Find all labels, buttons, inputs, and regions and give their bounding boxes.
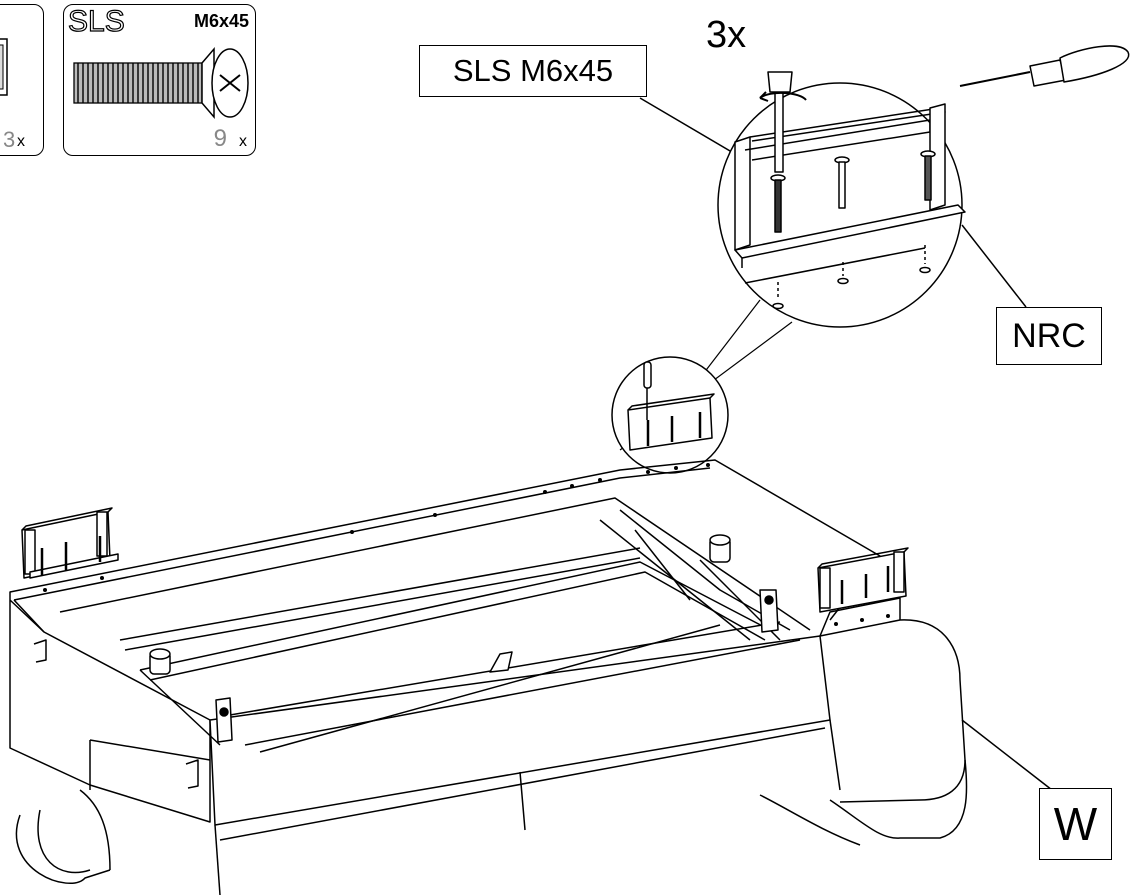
screw-card-quantity: 9 xyxy=(213,125,227,152)
partial-card-quantity: 3 xyxy=(3,127,16,152)
screw-callout-box: SLS M6x45 xyxy=(419,45,647,97)
detail-screws xyxy=(770,150,936,233)
top-rail-screw-holes xyxy=(43,463,890,626)
frame-leader-line xyxy=(961,719,1053,791)
right-end-bracket xyxy=(817,547,909,613)
bed-frame-body xyxy=(9,459,968,895)
screw-icon xyxy=(73,46,249,120)
left-end-bracket xyxy=(21,507,119,579)
magnified-detail-circle xyxy=(717,71,966,328)
repeat-count-label: 3x xyxy=(706,14,747,56)
frame-callout-text: W xyxy=(1053,798,1098,850)
screw-part-card: SLS M6x45 9 x xyxy=(63,4,256,156)
rail-callout-box: NRC xyxy=(996,307,1102,365)
rail-leader-line xyxy=(961,224,1027,308)
inset-detail-circle xyxy=(611,356,729,474)
screw-callout-text: SLS M6x45 xyxy=(452,53,614,88)
screwdriver-illustration xyxy=(959,45,1130,87)
detail-screwdriver xyxy=(759,71,807,173)
bracket-part-icon xyxy=(0,38,8,96)
partial-part-card: 3 x xyxy=(0,4,44,156)
screw-card-code: SLS xyxy=(67,4,125,38)
screw-card-size: M6x45 xyxy=(193,11,249,31)
frame-callout-box: W xyxy=(1039,788,1112,860)
partial-card-times: x xyxy=(17,133,25,150)
screw-card-times: x xyxy=(239,133,247,150)
rail-callout-text: NRC xyxy=(1012,316,1086,355)
